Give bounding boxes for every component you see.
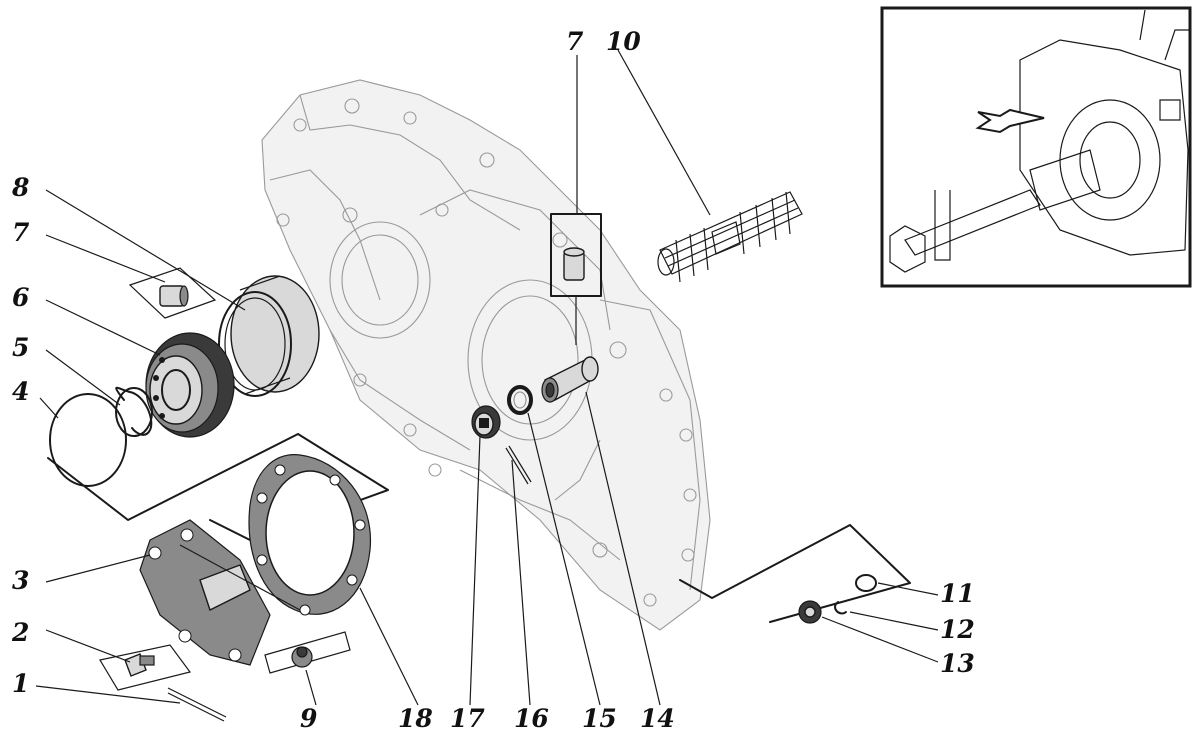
transmission-housing — [261, 79, 711, 631]
callout-label: 9 — [300, 704, 317, 733]
callout-label: 16 — [514, 704, 549, 733]
detail-box-bushing-left — [128, 267, 217, 319]
callout-label: 6 — [12, 283, 29, 312]
circlip-bracket — [47, 393, 389, 541]
callout-label: 14 — [640, 704, 675, 733]
sleeve — [541, 356, 599, 403]
callout-label: 17 — [450, 704, 485, 733]
callout-label: 18 — [398, 704, 433, 733]
callout-label: 7 — [566, 27, 584, 56]
detail-box-bushing — [550, 213, 602, 345]
pin — [505, 445, 532, 485]
leader-lines — [35, 49, 939, 706]
callout-label: 10 — [606, 27, 641, 56]
cotter-pin — [167, 687, 227, 722]
callout-label: 7 — [12, 218, 30, 247]
callout-label: 15 — [582, 704, 617, 733]
callout-label: 2 — [11, 618, 29, 647]
bearing-outer-ring — [218, 275, 320, 397]
arrow-icon — [975, 108, 1045, 134]
fastener-bracket — [679, 524, 911, 624]
callout-label: 3 — [12, 566, 29, 595]
bolt — [99, 644, 192, 691]
cover-plate — [139, 519, 301, 666]
callout-label: 4 — [12, 377, 29, 406]
gasket — [248, 454, 372, 616]
callout-label: 11 — [940, 579, 975, 608]
ball-bearing — [145, 332, 235, 438]
o-ring — [507, 385, 533, 415]
callout-label: 13 — [940, 649, 975, 678]
callout-label: 5 — [12, 333, 29, 362]
splined-shaft — [657, 191, 803, 283]
plug — [471, 405, 501, 439]
callout-label: 1 — [12, 669, 29, 698]
callout-label: 12 — [940, 615, 975, 644]
callout-label: 8 — [11, 173, 29, 202]
small-plug-bracket — [264, 631, 351, 674]
inset-view — [880, 6, 1192, 288]
snap-ring-outline — [115, 387, 153, 437]
